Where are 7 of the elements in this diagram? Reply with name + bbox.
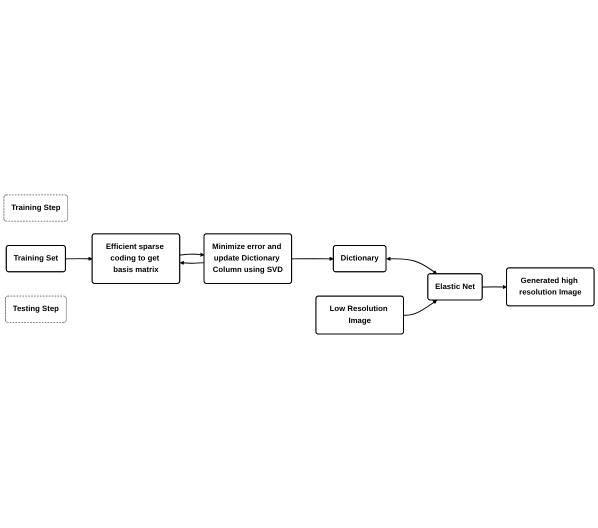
arrow: [386, 256, 438, 274]
arrow: [291, 256, 334, 260]
arrow: [482, 284, 507, 289]
arrow: [65, 256, 93, 260]
arrow: [180, 260, 205, 265]
arrow: [179, 252, 204, 256]
arrow: [403, 300, 438, 316]
